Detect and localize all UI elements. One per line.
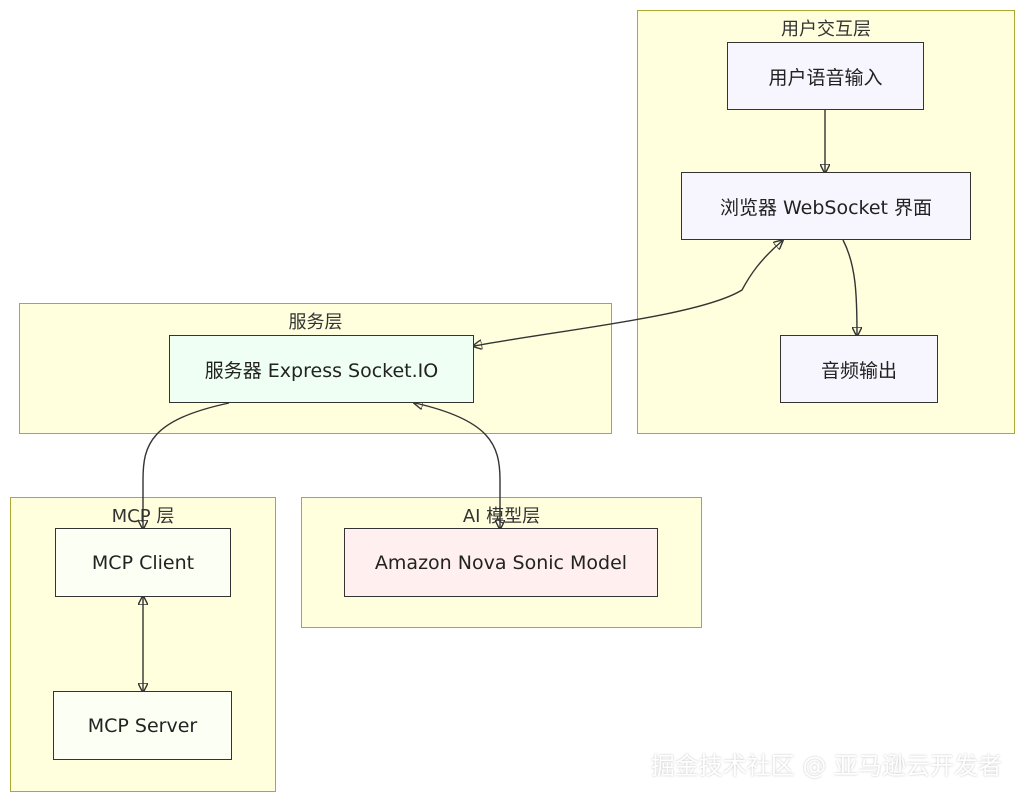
cluster-title: AI 模型层 <box>462 506 541 527</box>
cluster-title: MCP 层 <box>111 506 175 527</box>
node-mcp-server: MCP Server <box>53 691 232 760</box>
node-express-socketio-server: 服务器 Express Socket.IO <box>169 335 474 403</box>
node-browser-websocket-ui: 浏览器 WebSocket 界面 <box>681 172 971 240</box>
cluster-title: 服务层 <box>288 312 343 333</box>
node-voice-input: 用户语音输入 <box>727 42 924 110</box>
watermark: 掘金技术社区 @ 亚马逊云开发者 <box>650 752 1002 780</box>
node-mcp-client: MCP Client <box>55 528 231 597</box>
node-amazon-nova-sonic-model: Amazon Nova Sonic Model <box>344 528 658 597</box>
cluster-title: 用户交互层 <box>781 19 871 40</box>
node-audio-output: 音频输出 <box>780 335 938 403</box>
